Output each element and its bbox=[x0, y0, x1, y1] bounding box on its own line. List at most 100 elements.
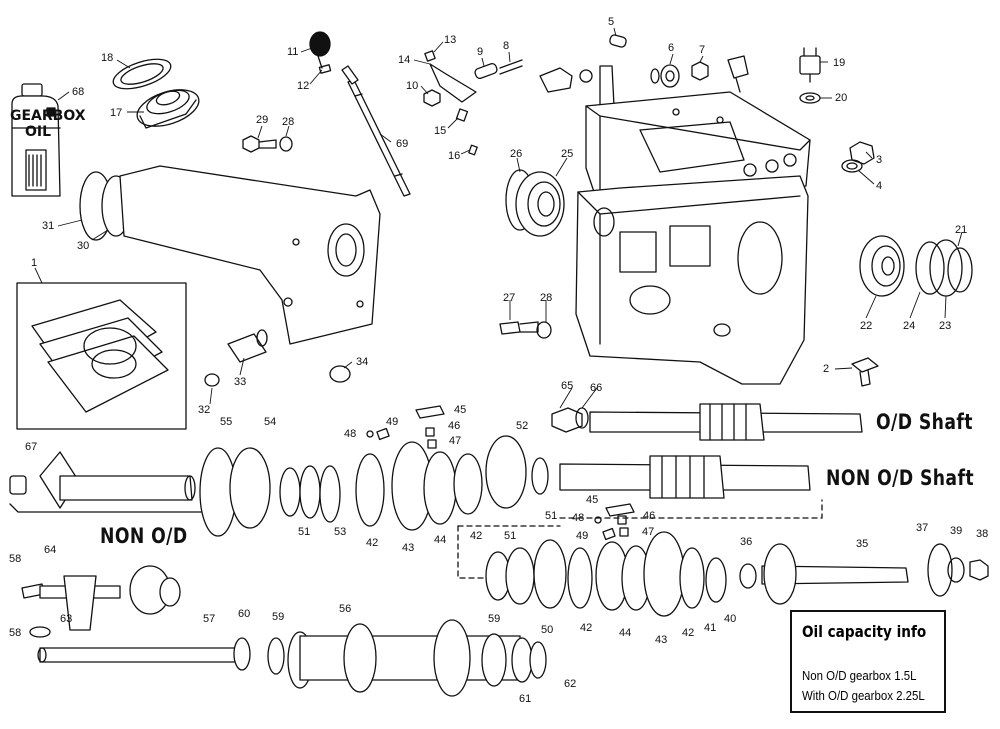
callout-58-lower: 58 bbox=[9, 627, 22, 639]
callout-51-upper-b: 51 bbox=[545, 510, 558, 522]
callout-4: 4 bbox=[876, 180, 883, 192]
callout-6: 6 bbox=[668, 42, 675, 54]
oil-bottle-label: GEARBOX OIL bbox=[10, 108, 86, 140]
callout-28-case: 28 bbox=[540, 292, 553, 304]
callout-15: 15 bbox=[434, 125, 447, 137]
callout-24: 24 bbox=[903, 320, 916, 332]
callout-62: 62 bbox=[564, 678, 577, 690]
callout-45-upper: 45 bbox=[454, 404, 467, 416]
callout-30: 30 bbox=[77, 240, 90, 252]
callout-46-lower: 46 bbox=[643, 510, 656, 522]
callout-51-lower: 51 bbox=[504, 530, 517, 542]
non-od-title: NON O/D bbox=[100, 524, 188, 548]
gasket-18 bbox=[112, 58, 172, 90]
callout-68: 68 bbox=[72, 86, 85, 98]
callout-44-upper: 44 bbox=[434, 534, 447, 546]
callout-56: 56 bbox=[339, 603, 352, 615]
callout-26: 26 bbox=[510, 148, 523, 160]
gasket-set-1 bbox=[31, 299, 169, 413]
callout-1: 1 bbox=[31, 257, 38, 269]
non-od-shaft bbox=[559, 455, 811, 499]
callout-10: 10 bbox=[406, 80, 419, 92]
gasket-set-box bbox=[16, 282, 187, 430]
callout-52: 52 bbox=[516, 420, 529, 432]
callout-42-lower-a: 42 bbox=[580, 622, 593, 634]
gear-lever-69 bbox=[309, 31, 411, 197]
callout-5: 5 bbox=[608, 16, 615, 28]
callout-42-upper-a: 42 bbox=[366, 537, 379, 549]
callout-31: 31 bbox=[42, 220, 55, 232]
callout-21: 21 bbox=[955, 224, 968, 236]
callout-29: 29 bbox=[256, 114, 269, 126]
callout-12: 12 bbox=[297, 80, 310, 92]
callout-60: 60 bbox=[238, 608, 251, 620]
callout-49-lower: 49 bbox=[576, 530, 589, 542]
output-flange-67 bbox=[9, 451, 196, 509]
callout-41: 41 bbox=[704, 622, 717, 634]
callout-47-lower: 47 bbox=[642, 526, 655, 538]
callout-64: 64 bbox=[44, 544, 57, 556]
callout-23: 23 bbox=[939, 320, 952, 332]
callout-55: 55 bbox=[220, 416, 233, 428]
callout-49-upper: 49 bbox=[386, 416, 399, 428]
callout-32: 32 bbox=[198, 404, 211, 416]
callout-51-upper-a: 51 bbox=[298, 526, 311, 538]
callout-16: 16 bbox=[448, 150, 461, 162]
callout-36: 36 bbox=[740, 536, 753, 548]
callout-13: 13 bbox=[444, 34, 457, 46]
callout-50: 50 bbox=[541, 624, 554, 636]
od-shaft bbox=[551, 403, 863, 441]
callout-54: 54 bbox=[264, 416, 277, 428]
callout-35: 35 bbox=[856, 538, 869, 550]
callout-40: 40 bbox=[724, 613, 737, 625]
callout-69: 69 bbox=[396, 138, 409, 150]
callout-59-left: 59 bbox=[272, 611, 285, 623]
callout-33: 33 bbox=[234, 376, 247, 388]
callout-19: 19 bbox=[833, 57, 846, 69]
callout-53: 53 bbox=[334, 526, 347, 538]
callout-48-upper: 48 bbox=[344, 428, 357, 440]
cover-17 bbox=[136, 89, 200, 129]
oil-capacity-non-od: Non O/D gearbox 1.5L bbox=[802, 668, 917, 683]
callout-18: 18 bbox=[101, 52, 114, 64]
callout-48-lower: 48 bbox=[572, 512, 585, 524]
callout-34: 34 bbox=[356, 356, 369, 368]
callout-22: 22 bbox=[860, 320, 873, 332]
callout-58-upper: 58 bbox=[9, 553, 22, 565]
callout-2: 2 bbox=[823, 363, 830, 375]
callout-28-extension: 28 bbox=[282, 116, 295, 128]
callout-42-upper-b: 42 bbox=[470, 530, 483, 542]
callout-63: 63 bbox=[60, 613, 73, 625]
switch-19 bbox=[799, 47, 821, 83]
callout-45-lower: 45 bbox=[586, 494, 599, 506]
callout-7: 7 bbox=[699, 44, 706, 56]
callout-27: 27 bbox=[503, 292, 516, 304]
callout-57: 57 bbox=[203, 613, 216, 625]
oil-capacity-with-od: With O/D gearbox 2.25L bbox=[802, 688, 925, 703]
callout-39: 39 bbox=[950, 525, 963, 537]
callout-17: 17 bbox=[110, 107, 123, 119]
callout-38: 38 bbox=[976, 528, 989, 540]
callout-66: 66 bbox=[590, 382, 603, 394]
callout-59-right: 59 bbox=[488, 613, 501, 625]
oil-bottle-68 bbox=[11, 83, 61, 197]
callout-67: 67 bbox=[25, 441, 38, 453]
callout-11: 11 bbox=[287, 46, 299, 58]
callout-42-lower-b: 42 bbox=[682, 627, 695, 639]
oil-capacity-info-box: Oil capacity info Non O/D gearbox 1.5L W… bbox=[790, 610, 946, 713]
callout-61: 61 bbox=[519, 693, 532, 705]
callout-46-upper: 46 bbox=[448, 420, 461, 432]
callout-43-upper: 43 bbox=[402, 542, 415, 554]
callout-8: 8 bbox=[503, 40, 510, 52]
bottle-label-line-1: GEARBOX bbox=[10, 108, 86, 124]
callout-9: 9 bbox=[477, 46, 484, 58]
callout-37: 37 bbox=[916, 522, 929, 534]
gearbox-case bbox=[575, 175, 809, 385]
non-od-shaft-title: NON O/D Shaft bbox=[826, 466, 975, 490]
callout-65: 65 bbox=[561, 380, 574, 392]
bottle-label-line-2: OIL bbox=[24, 124, 52, 140]
laygear-56 bbox=[233, 619, 547, 697]
callout-44-lower: 44 bbox=[619, 627, 632, 639]
